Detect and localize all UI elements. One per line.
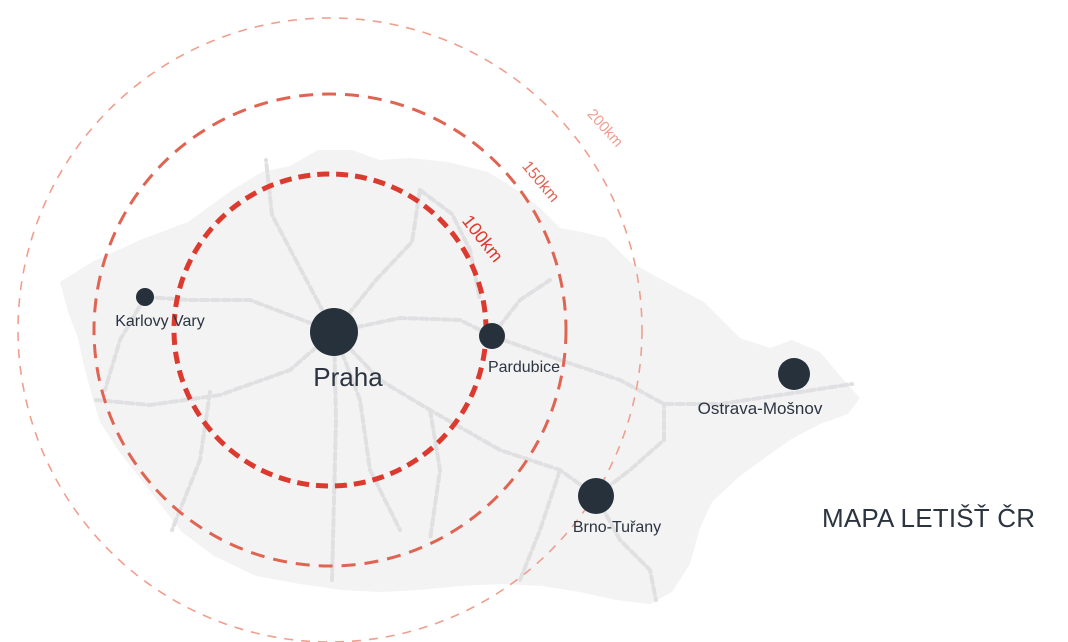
road-6 bbox=[332, 330, 598, 498]
airport-label-pardubice: Pardubice bbox=[488, 359, 560, 376]
road-9 bbox=[330, 330, 339, 582]
road-17 bbox=[518, 468, 562, 582]
country-outline bbox=[60, 150, 860, 604]
airport-marker-praha[interactable] bbox=[310, 308, 358, 356]
airport-marker-ostrava[interactable] bbox=[778, 358, 810, 390]
road-13 bbox=[332, 330, 402, 532]
airport-label-praha: Praha bbox=[313, 362, 383, 392]
road-11 bbox=[143, 295, 336, 334]
airport-labels: Praha Karlovy Vary Pardubice Ostrava-Moš… bbox=[115, 313, 823, 536]
airport-marker-pardubice[interactable] bbox=[479, 323, 505, 349]
road-10 bbox=[94, 330, 336, 408]
road-12 bbox=[103, 295, 147, 392]
airport-marker-karlovy-vary[interactable] bbox=[136, 288, 154, 306]
road-8 bbox=[594, 494, 658, 602]
road-7 bbox=[594, 402, 666, 498]
airport-label-brno: Brno-Tuřany bbox=[573, 519, 661, 536]
airport-label-ostrava: Ostrava-Mošnov bbox=[698, 399, 823, 418]
road-2 bbox=[332, 188, 422, 334]
ring-label-200km: 200km bbox=[584, 106, 627, 151]
road-14 bbox=[170, 390, 212, 532]
road-network bbox=[94, 158, 854, 602]
road-4 bbox=[490, 278, 552, 338]
airport-label-karlovy-vary: Karlovy Vary bbox=[115, 313, 205, 330]
road-3 bbox=[332, 315, 494, 338]
ring-200km bbox=[17, 17, 643, 642]
airport-markers bbox=[136, 288, 810, 514]
ring-150km bbox=[92, 92, 568, 568]
airport-marker-brno[interactable] bbox=[578, 478, 614, 514]
map-title: MAPA LETIŠŤ ČR bbox=[822, 503, 1036, 533]
road-15 bbox=[428, 408, 443, 542]
